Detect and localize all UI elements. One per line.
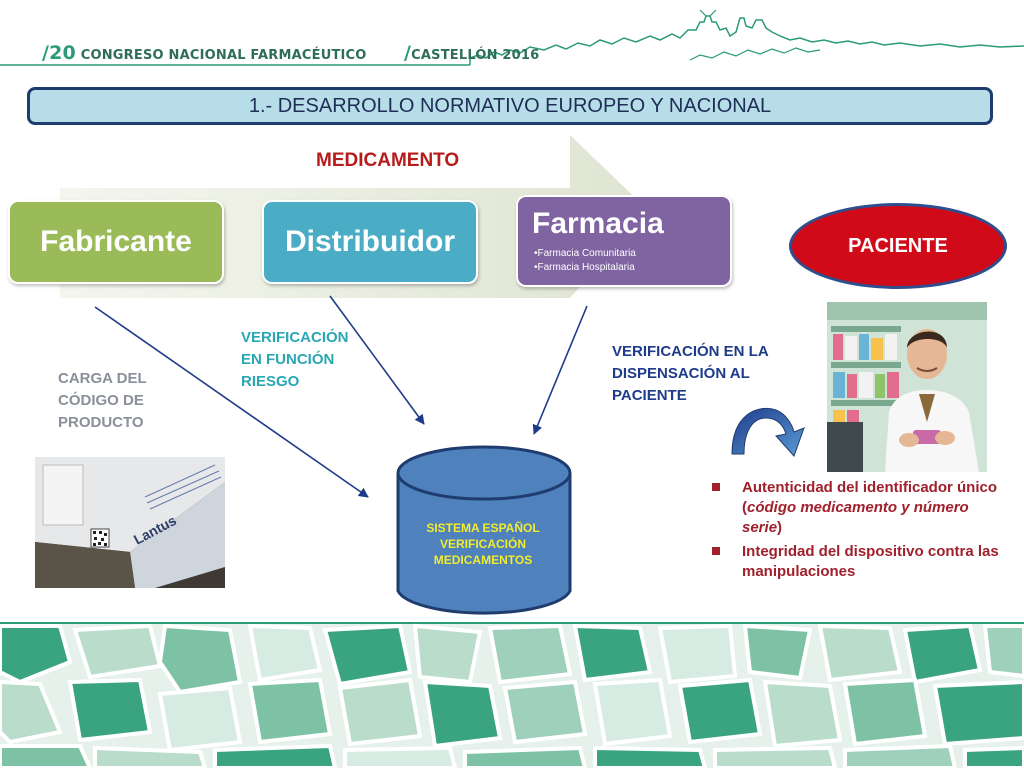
note-carga-codigo: CARGA DEL CÓDIGO DE PRODUCTO (58, 368, 147, 434)
slide-title: 1.- DESARROLLO NORMATIVO EUROPEO Y NACIO… (27, 87, 993, 125)
arrow-farmacia-to-db (532, 305, 588, 435)
product-box-photo: Lantus (35, 457, 225, 588)
verification-bullets: Autenticidad del identificador único (có… (712, 478, 1012, 586)
farmacia-label: Farmacia (532, 207, 664, 240)
database-label: SISTEMA ESPAÑOL VERIFICACIÓN MEDICAMENTO… (413, 520, 553, 568)
distribuidor-label: Distribuidor (285, 225, 455, 258)
note-carga-line: PRODUCTO (58, 414, 144, 431)
bullet-integridad-text: Integridad del dispositivo contra las ma… (742, 543, 999, 580)
congress-number: 20 (49, 42, 76, 64)
database-cylinder-icon (396, 445, 572, 615)
header-slash-1: / (42, 42, 50, 64)
note-riesgo-line: VERIFICACIÓN (241, 329, 349, 346)
note-dispensacion-line: VERIFICACIÓN EN LA (612, 343, 769, 360)
note-dispensacion-line: PACIENTE (612, 387, 687, 404)
arrow-fabricante-to-db (94, 306, 369, 498)
database-label-line: VERIFICACIÓN (439, 537, 526, 551)
database-label-line: SISTEMA ESPAÑOL (426, 521, 540, 535)
note-verificacion-riesgo: VERIFICACIÓN EN FUNCIÓN RIESGO (241, 327, 349, 393)
bullet-autenticidad-text: Autenticidad del identificador único ( (742, 479, 998, 516)
note-carga-line: CÓDIGO DE (58, 392, 144, 409)
paciente-label: PACIENTE (848, 234, 948, 257)
paciente-oval: PACIENTE (789, 203, 1007, 289)
bullet-autenticidad: Autenticidad del identificador único (có… (712, 478, 1012, 538)
skyline-decoration (0, 9, 1024, 66)
note-dispensacion-line: DISPENSACIÓN AL (612, 365, 750, 382)
note-riesgo-line: RIESGO (241, 373, 300, 390)
fabricante-label: Fabricante (40, 225, 192, 258)
arrow-label-medicamento: MEDICAMENTO (316, 150, 460, 171)
note-riesgo-line: EN FUNCIÓN (241, 351, 335, 368)
note-verificacion-dispensacion: VERIFICACIÓN EN LA DISPENSACIÓN AL PACIE… (612, 341, 769, 407)
bullet-square-icon (712, 547, 720, 555)
arrow-distribuidor-to-db (329, 295, 425, 425)
box-distribuidor: Distribuidor (262, 200, 478, 284)
bullet-integridad: Integridad del dispositivo contra las ma… (712, 542, 1012, 582)
congress-header: /20 CONGRESO NACIONAL FARMACÉUTICO /CAST… (42, 42, 539, 64)
box-fabricante: Fabricante (8, 200, 224, 284)
congress-name: CONGRESO NACIONAL FARMACÉUTICO (80, 48, 367, 63)
note-carga-line: CARGA DEL (58, 370, 147, 387)
header-slash-2: / (404, 42, 412, 64)
congress-city: CASTELLÓN 2016 (411, 48, 540, 63)
bullet-autenticidad-end: ) (777, 519, 783, 536)
bullet-autenticidad-italic: código medicamento y número serie (742, 499, 969, 536)
bullet-square-icon (712, 483, 720, 491)
box-farmacia: Farmacia •Farmacia Comunitaria •Farmacia… (516, 195, 732, 287)
mosaic-decoration (0, 622, 1024, 768)
pharmacist-photo (827, 302, 987, 472)
database-label-line: MEDICAMENTOS (433, 553, 533, 567)
slide-title-text: 1.- DESARROLLO NORMATIVO EUROPEO Y NACIO… (248, 94, 772, 117)
farmacia-item-hospitalaria: •Farmacia Hospitalaria (534, 262, 635, 273)
farmacia-item-comunitaria: •Farmacia Comunitaria (534, 248, 636, 259)
curved-arrow-down-icon (731, 407, 805, 457)
